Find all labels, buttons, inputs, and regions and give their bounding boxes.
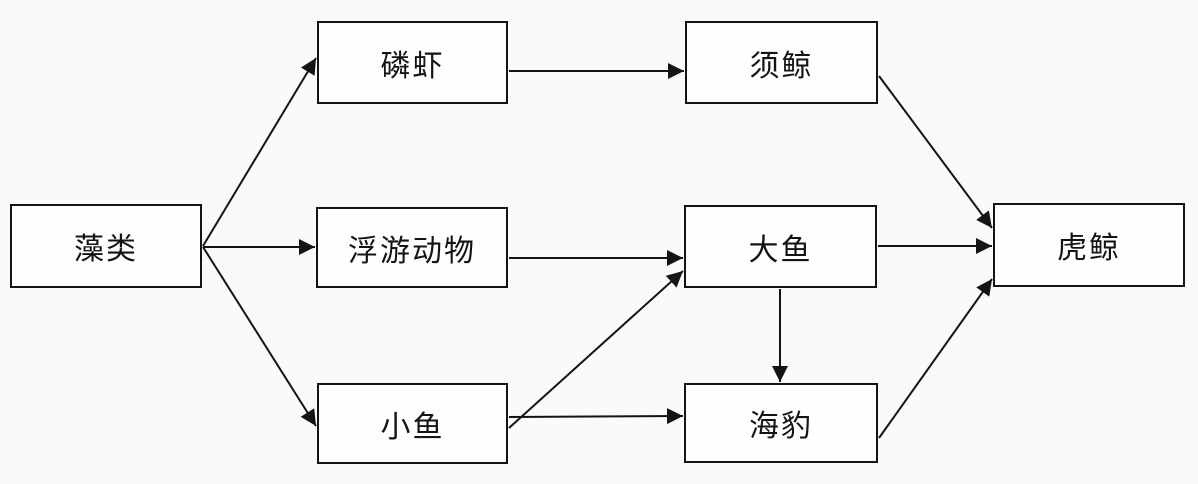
edge-algae-small-fish: [202, 246, 317, 427]
node-big-fish-label: 大鱼: [748, 233, 813, 267]
node-krill: 磷虾: [317, 21, 508, 104]
edge-small-fish-big-fish: [508, 270, 684, 429]
node-killer-whale: 虎鲸: [993, 203, 1185, 287]
node-zooplankton: 浮游动物: [316, 207, 508, 288]
node-killer-whale-label: 虎鲸: [1057, 232, 1121, 265]
node-big-fish: 大鱼: [684, 205, 877, 288]
node-small-fish: 小鱼: [317, 383, 508, 464]
edge-seal-killer-whale: [878, 278, 993, 439]
edge-algae-krill: [202, 57, 317, 247]
node-algae-label: 藻类: [74, 233, 138, 266]
node-seal-label: 海豹: [749, 410, 813, 443]
node-krill-label: 磷虾: [380, 49, 445, 83]
node-baleen-whale-label: 须鲸: [749, 49, 814, 83]
node-small-fish-label: 小鱼: [380, 410, 445, 444]
node-baleen-whale: 须鲸: [685, 21, 878, 104]
edge-baleen-whale-killer-whale: [878, 75, 993, 229]
node-algae: 藻类: [10, 204, 202, 288]
edge-small-fish-seal: [508, 408, 684, 425]
node-zooplankton-label: 浮游动物: [348, 234, 476, 268]
node-seal: 海豹: [684, 383, 878, 463]
